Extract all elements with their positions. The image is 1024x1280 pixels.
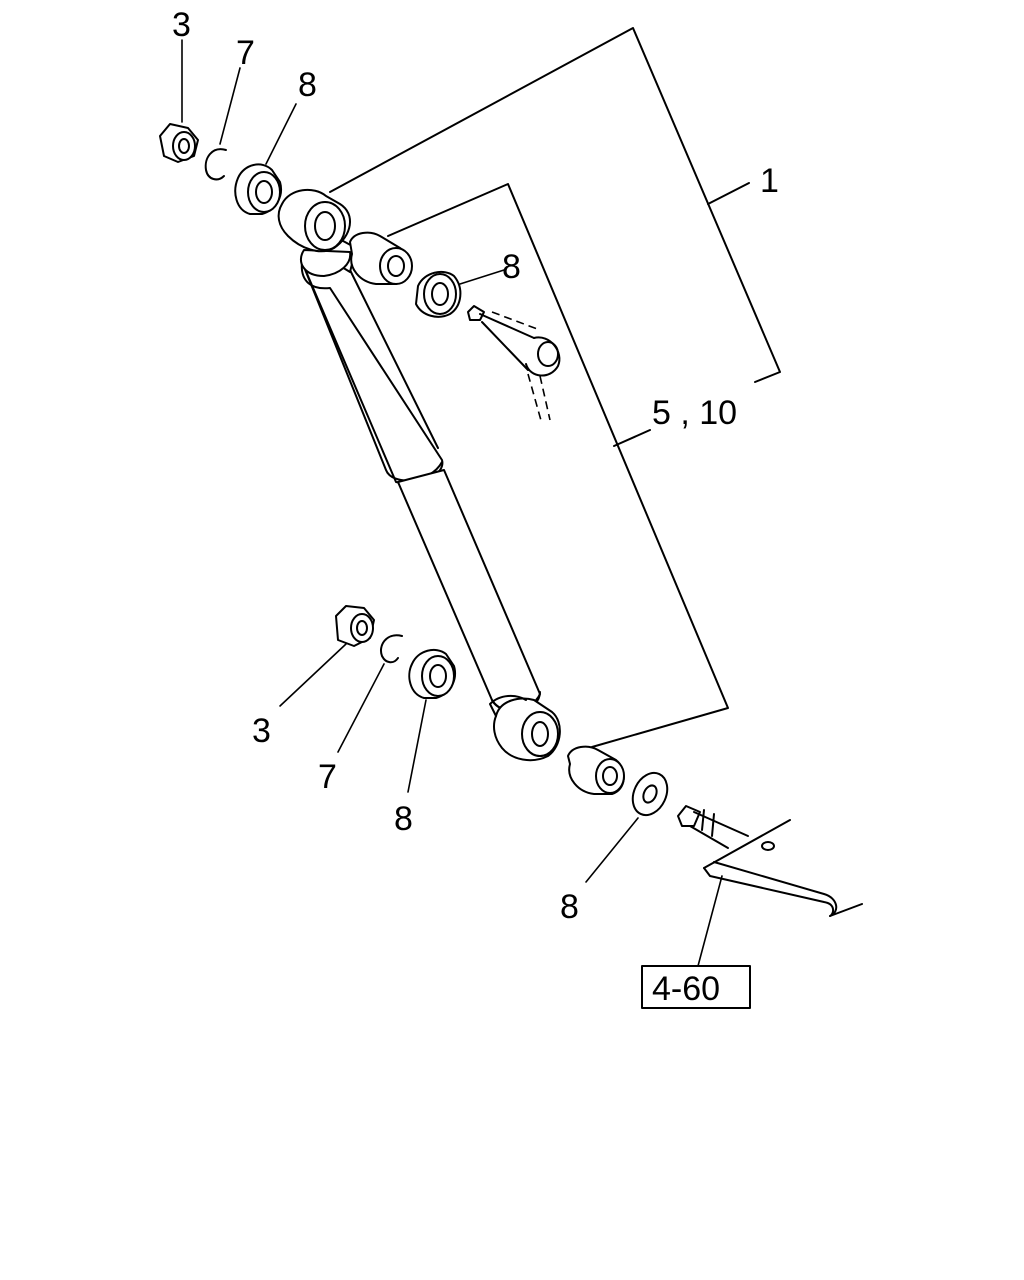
- shock-absorber: [277, 188, 561, 762]
- inner-top-washer: [415, 270, 462, 318]
- callout-kit: 5 , 10: [652, 394, 737, 432]
- inner-top-bushing: [349, 231, 413, 285]
- callout-top-nut: 3: [172, 6, 191, 44]
- bottom-nut: [335, 605, 375, 647]
- callout-inner-bushing: 8: [502, 248, 521, 286]
- callout-assembly: 1: [760, 162, 779, 200]
- top-nut: [159, 123, 199, 163]
- frame-bracket-plate: [703, 819, 863, 917]
- bottom-washer: [631, 771, 669, 817]
- bottom-bushing: [408, 648, 456, 699]
- callout-bottom-nut: 3: [252, 712, 271, 750]
- assembly-bracket-5-10: [387, 183, 729, 748]
- callout-bottom-washer: 8: [560, 888, 579, 926]
- reference-label: 4-60: [652, 970, 720, 1008]
- callout-bottom-bushing: 8: [394, 800, 413, 838]
- inner-bottom-bushing: [567, 745, 625, 795]
- reference-box[interactable]: 4-60: [641, 965, 751, 1009]
- callout-bottom-clip: 7: [318, 758, 337, 796]
- leader-lines: [181, 39, 723, 967]
- top-clip: [204, 148, 227, 181]
- assembly-bracket-1: [329, 27, 781, 383]
- callout-top-clip: 7: [236, 34, 255, 72]
- top-bushing: [234, 163, 282, 215]
- bottom-clip: [380, 634, 403, 664]
- bottom-mounting-pin: [677, 805, 749, 849]
- top-mounting-pin: [467, 305, 561, 425]
- callout-top-bushing: 8: [298, 66, 317, 104]
